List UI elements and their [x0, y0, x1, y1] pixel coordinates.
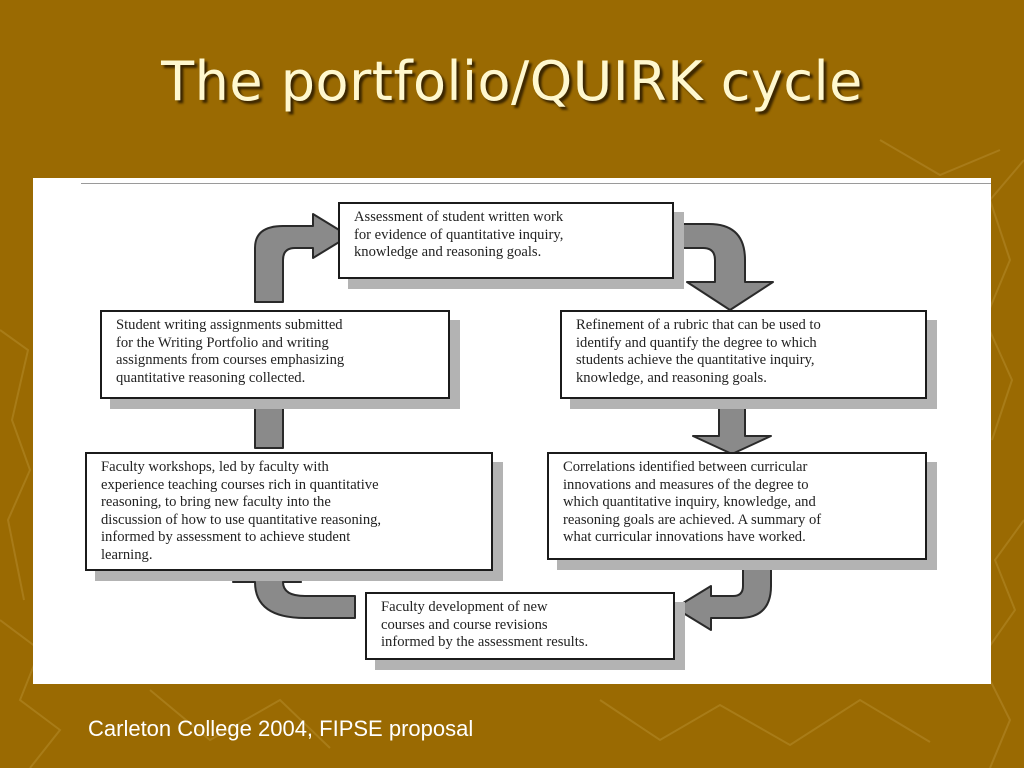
arrow-assessment-to-rubric — [672, 223, 774, 311]
arrow-development-to-workshops — [232, 557, 356, 619]
step-line: quantitative reasoning collected. — [116, 369, 306, 386]
step-line: knowledge, and reasoning goals. — [576, 369, 767, 386]
step-line: courses and course revisions — [381, 616, 548, 633]
step-line: Assessment of student written work — [354, 209, 564, 225]
step-line: reasoning, to bring new faculty into the — [101, 494, 331, 511]
step-line: Refinement of a rubric that can be used … — [576, 317, 821, 333]
arrow-rubric-to-correlations — [692, 397, 772, 455]
step-line: for evidence of quantitative inquiry, — [354, 226, 564, 243]
arrow-writing-to-assessment — [254, 213, 350, 303]
step-line: for the Writing Portfolio and writing — [116, 334, 329, 351]
step-line: Faculty workshops, led by faculty with — [101, 459, 329, 475]
step-line: knowledge and reasoning goals. — [354, 244, 542, 261]
step-line: assignments from courses emphasizing — [116, 352, 345, 369]
diagram-panel: Assessment of student written work for e… — [33, 178, 991, 684]
step-box-faculty-development: Faculty development of new courses and c… — [365, 592, 675, 660]
step-box-faculty-workshops: Faculty workshops, led by faculty with e… — [85, 452, 493, 571]
step-line: informed by assessment to achieve studen… — [101, 529, 351, 546]
step-line: experience teaching courses rich in quan… — [101, 476, 379, 493]
slide-title: The portfolio/QUIRK cycle — [161, 50, 863, 113]
step-line: Faculty development of new — [381, 599, 548, 615]
step-line: reasoning goals are achieved. A summary … — [563, 511, 822, 528]
arrow-correlations-to-development — [674, 561, 772, 631]
step-line: informed by the assessment results. — [381, 634, 589, 651]
step-box-rubric: Refinement of a rubric that can be used … — [560, 310, 927, 399]
step-box-assessment: Assessment of student written work for e… — [338, 202, 674, 279]
step-line: students achieve the quantitative inquir… — [576, 352, 815, 369]
step-line: Correlations identified between curricul… — [563, 459, 808, 475]
step-box-writing-assignments: Student writing assignments submitted fo… — [100, 310, 450, 399]
step-line: which quantitative inquiry, knowledge, a… — [563, 494, 816, 511]
slide-caption: Carleton College 2004, FIPSE proposal — [88, 716, 474, 741]
step-line: Student writing assignments submitted — [116, 317, 343, 333]
step-line: identify and quantify the degree to whic… — [576, 334, 817, 351]
step-line: innovations and measures of the degree t… — [563, 476, 809, 493]
step-line: learning. — [101, 546, 153, 563]
panel-top-rule — [81, 183, 991, 184]
step-line: discussion of how to use quantitative re… — [101, 511, 382, 528]
step-line: what curricular innovations have worked. — [563, 529, 806, 546]
step-box-correlations: Correlations identified between curricul… — [547, 452, 927, 560]
